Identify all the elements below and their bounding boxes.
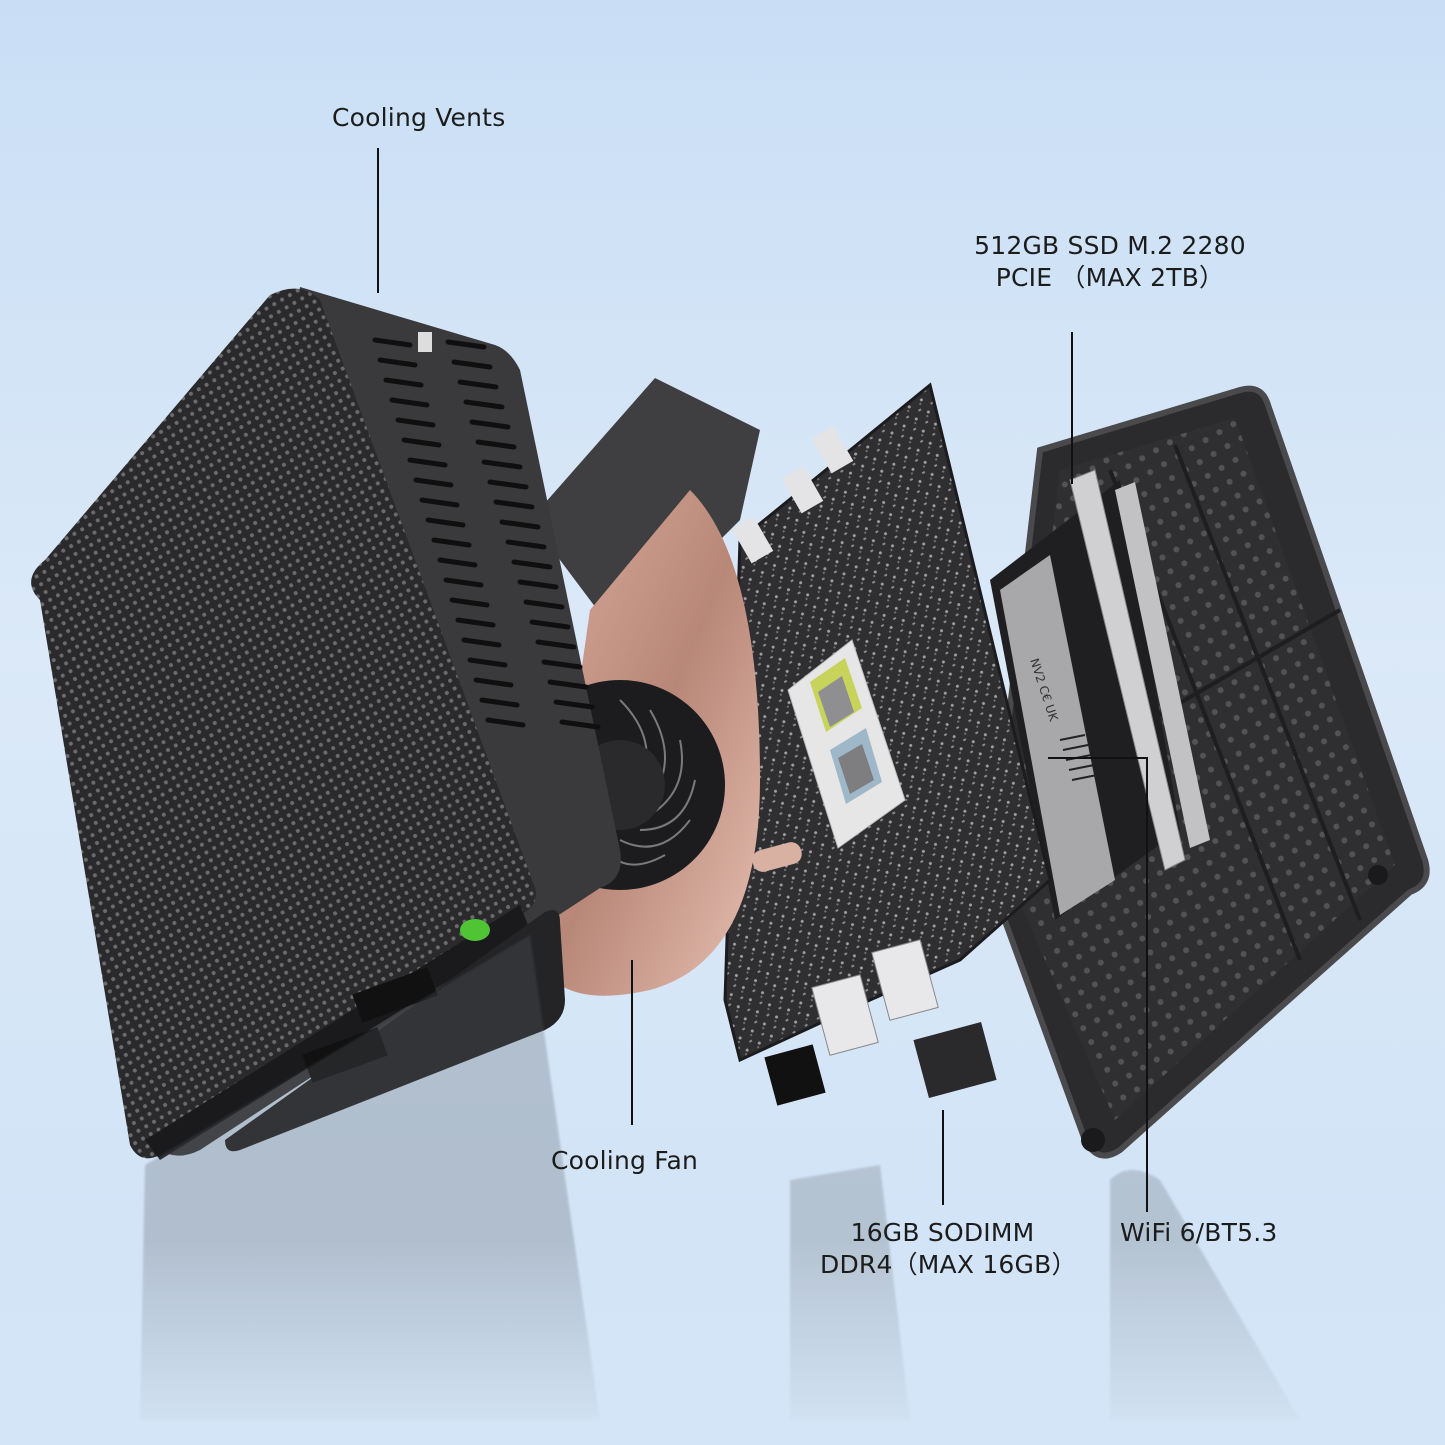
callout-ram: 16GB SODIMM DDR4（MAX 16GB）	[820, 1217, 1077, 1281]
leader-line-wifi-horizontal	[1048, 757, 1148, 759]
leader-line-ssd	[1071, 332, 1073, 484]
callout-ram-line1: 16GB SODIMM	[850, 1218, 1035, 1247]
callout-ram-line2: DDR4（MAX 16GB）	[820, 1250, 1077, 1279]
callout-ssd: 512GB SSD M.2 2280 PCIE （MAX 2TB）	[960, 230, 1260, 294]
callout-ssd-line2: PCIE （MAX 2TB）	[995, 263, 1225, 292]
chassis	[31, 287, 621, 1160]
ram-slot	[1069, 469, 1210, 871]
motherboard	[723, 382, 1052, 1106]
leader-line-cooling-fan	[631, 960, 633, 1125]
power-led-icon	[460, 919, 490, 941]
callout-ssd-line1: 512GB SSD M.2 2280	[974, 231, 1246, 260]
ssd-module: NV2 C€ UK	[990, 480, 1180, 920]
callout-cooling-fan: Cooling Fan	[551, 1146, 699, 1175]
leader-line-cooling-vents	[377, 148, 379, 293]
leader-line-ram	[942, 1110, 944, 1205]
callout-cooling-vents: Cooling Vents	[332, 103, 506, 132]
leader-line-wifi-vertical	[1146, 757, 1148, 1212]
callout-wifi: WiFi 6/BT5.3	[1120, 1218, 1278, 1247]
